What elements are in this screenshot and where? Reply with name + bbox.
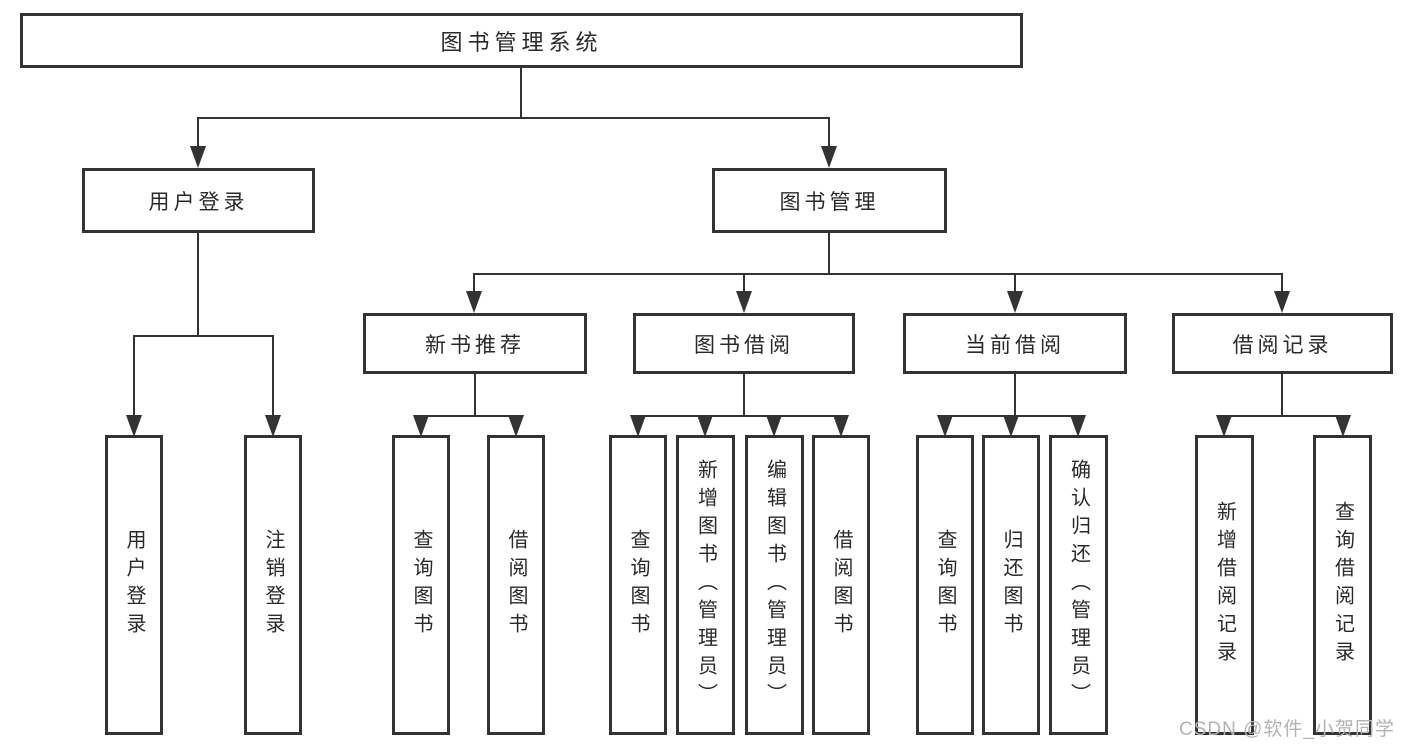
node-label: 借阅图书 [830, 529, 852, 641]
node-label: 当前借阅 [965, 333, 1065, 357]
arrow-down-icon [1335, 415, 1351, 437]
node-label: 注销登录 [262, 529, 284, 641]
arrow-down-icon [697, 415, 713, 437]
node-label: 图书管理系统 [440, 29, 603, 55]
leaf-query-books-borrowing: 查询图书 [609, 435, 667, 735]
arrow-down-icon [126, 415, 142, 437]
node-label: 新书推荐 [425, 333, 525, 357]
arrow-down-icon [736, 291, 752, 313]
connector-user-login-trunk [197, 233, 199, 337]
node-label: 图书管理 [779, 190, 880, 214]
connector-user-login-rail [133, 335, 274, 337]
leaf-add-borrow-record: 新增借阅记录 [1195, 435, 1254, 735]
connector-book-borrow-trunk [743, 374, 745, 417]
connector-drop [197, 117, 199, 151]
node-user-login: 用户登录 [82, 168, 315, 233]
node-label: 查询借阅记录 [1331, 501, 1354, 669]
node-label: 新增图书（管理员） [694, 459, 717, 711]
leaf-borrow-books-recommend: 借阅图书 [487, 435, 545, 735]
leaf-query-borrow-record: 查询借阅记录 [1313, 435, 1372, 735]
node-label: 借阅图书 [505, 529, 527, 641]
node-label: 查询图书 [410, 529, 432, 641]
connector-root-trunk [520, 67, 522, 118]
arrow-down-icon [1003, 415, 1019, 437]
node-label: 归还图书 [1000, 529, 1022, 641]
node-label: 确认归还（管理员） [1067, 459, 1090, 711]
node-library-management-system: 图书管理系统 [20, 13, 1023, 68]
connector-level3-rail [473, 273, 1283, 275]
arrow-down-icon [766, 415, 782, 437]
arrow-down-icon [1216, 415, 1232, 437]
connector-book-borrow-rail [637, 415, 842, 417]
node-label: 新增借阅记录 [1213, 501, 1236, 669]
leaf-return-books: 归还图书 [982, 435, 1040, 735]
connector-level2-rail [197, 117, 830, 119]
arrow-down-icon [630, 415, 646, 437]
node-label: 用户登录 [148, 190, 249, 214]
leaf-borrow-books: 借阅图书 [812, 435, 870, 735]
node-book-management: 图书管理 [712, 168, 947, 233]
node-borrowing-records: 借阅记录 [1172, 313, 1393, 374]
leaf-edit-books-admin: 编辑图书（管理员） [745, 435, 804, 735]
arrow-down-icon [508, 415, 524, 437]
arrow-down-icon [466, 291, 482, 313]
connector-drop [743, 273, 745, 295]
node-label: 查询图书 [934, 529, 956, 641]
node-label: 编辑图书（管理员） [763, 459, 786, 711]
connector-new-book-trunk [474, 374, 476, 417]
node-new-book-recommend: 新书推荐 [363, 313, 587, 374]
arrow-down-icon [937, 415, 953, 437]
connector-drop [133, 335, 135, 419]
connector-drop [272, 335, 274, 419]
connector-records-trunk [1281, 374, 1283, 417]
node-label: 借阅记录 [1232, 333, 1333, 357]
node-current-borrowing: 当前借阅 [903, 313, 1127, 374]
arrow-down-icon [265, 415, 281, 437]
connector-drop [828, 117, 830, 151]
leaf-logout: 注销登录 [244, 435, 302, 735]
arrow-down-icon [833, 415, 849, 437]
connector-records-rail [1223, 415, 1344, 417]
connector-drop [1281, 273, 1283, 295]
arrow-down-icon [413, 415, 429, 437]
leaf-query-books-current: 查询图书 [916, 435, 974, 735]
node-book-borrowing: 图书借阅 [633, 313, 855, 374]
connector-current-borrow-trunk [1014, 374, 1016, 417]
connector-drop [473, 273, 475, 295]
node-label: 用户登录 [123, 529, 145, 641]
arrow-down-icon [190, 146, 206, 168]
connector-new-book-rail [420, 415, 517, 417]
arrow-down-icon [1070, 415, 1086, 437]
connector-drop [1014, 273, 1016, 295]
leaf-query-books-recommend: 查询图书 [392, 435, 450, 735]
arrow-down-icon [1007, 291, 1023, 313]
arrow-down-icon [821, 146, 837, 168]
node-label: 图书借阅 [694, 333, 794, 357]
watermark-text: CSDN @软件_小贺同学 [1179, 719, 1395, 740]
connector-book-mgmt-trunk [828, 232, 830, 275]
node-label: 查询图书 [627, 529, 649, 641]
arrow-down-icon [1274, 291, 1290, 313]
leaf-user-login: 用户登录 [105, 435, 163, 735]
leaf-add-books-admin: 新增图书（管理员） [676, 435, 735, 735]
leaf-confirm-return-admin: 确认归还（管理员） [1049, 435, 1108, 735]
